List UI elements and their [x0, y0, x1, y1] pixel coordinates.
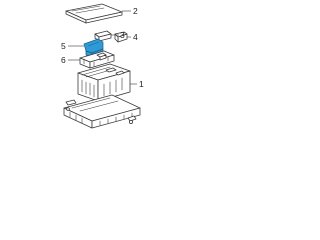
parts-diagram: 1 2 3 4 5 6 [0, 0, 200, 147]
exploded-view: 1 2 3 4 5 6 [61, 3, 144, 129]
fuse-part [114, 31, 128, 43]
connector-part [94, 30, 112, 42]
callout-5: 5 [61, 41, 66, 51]
callout-4: 4 [133, 32, 138, 42]
callout-6: 6 [61, 55, 66, 65]
relay-holder-part [79, 50, 115, 69]
fuse-box-part [77, 63, 131, 102]
callout-2: 2 [133, 6, 138, 16]
base-tray-part [63, 94, 141, 129]
callout-3: 3 [120, 30, 125, 40]
callout-1: 1 [139, 79, 144, 89]
cover-part [65, 3, 123, 24]
